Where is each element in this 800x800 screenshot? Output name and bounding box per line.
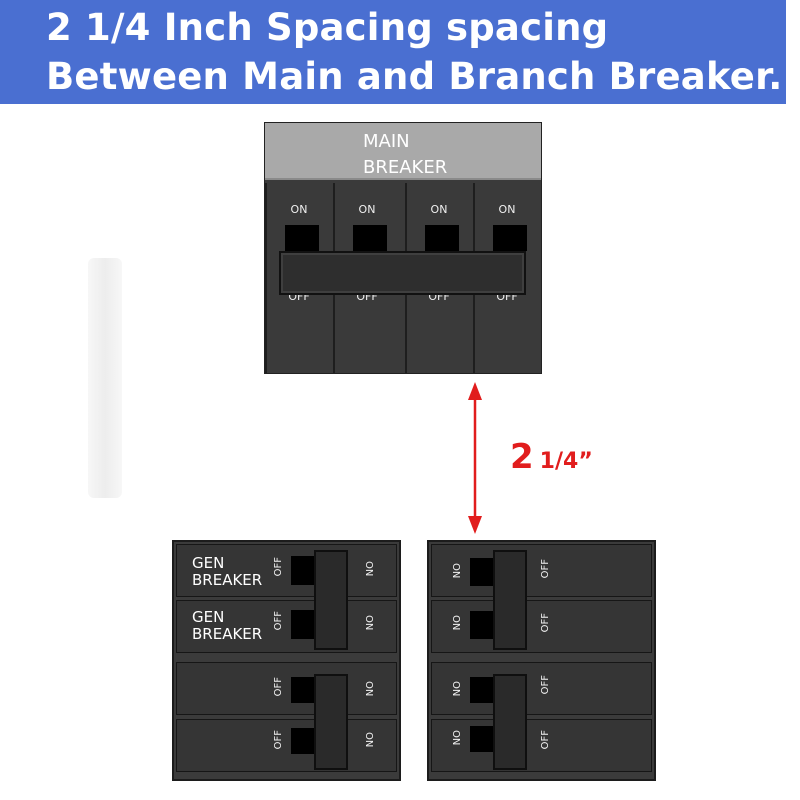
breaker-handle[interactable] xyxy=(314,550,348,650)
off-label: OFF xyxy=(273,730,284,750)
branch-breaker-row: ON OFF xyxy=(431,544,652,597)
off-label: OFF xyxy=(273,677,284,697)
switch-window xyxy=(353,225,387,251)
switch-window xyxy=(425,225,459,251)
branch-breaker-row: GEN BREAKER OFF ON xyxy=(176,600,397,653)
switch-window xyxy=(285,225,319,251)
on-label: ON xyxy=(363,732,374,748)
branch-breaker-row: ON OFF xyxy=(431,662,652,715)
breaker-handle[interactable] xyxy=(493,550,527,650)
on-label: ON xyxy=(450,730,461,746)
double-arrow-icon xyxy=(468,382,482,534)
faint-background-shape xyxy=(88,258,122,498)
measurement-whole: 2 xyxy=(510,437,534,477)
breaker-handle[interactable] xyxy=(493,674,527,770)
off-label: OFF xyxy=(540,559,551,579)
switch-window xyxy=(291,677,315,703)
switch-window xyxy=(291,728,315,754)
banner-title-line-1: 2 1/4 Inch Spacing spacing xyxy=(46,6,609,49)
branch-breaker-row: OFF ON xyxy=(176,719,397,772)
on-label: ON xyxy=(290,203,308,216)
main-breaker-label-plate: MAIN BREAKER xyxy=(265,123,541,180)
on-label: ON xyxy=(363,681,374,697)
gen-breaker-label: GEN BREAKER xyxy=(192,608,263,643)
on-label: ON xyxy=(498,203,516,216)
branch-breaker-panel-right: ON OFF ON OFF ON OFF ON OFF xyxy=(427,540,656,781)
on-label: ON xyxy=(450,615,461,631)
branch-breaker-row: ON OFF xyxy=(431,719,652,772)
switch-window xyxy=(493,225,527,251)
on-label: ON xyxy=(450,681,461,697)
main-breaker: MAIN BREAKER ON OFF ON OFF ON OFF ON OFF xyxy=(264,122,542,374)
on-label: ON xyxy=(430,203,448,216)
main-breaker-handle-tie-bar[interactable] xyxy=(279,251,526,295)
main-breaker-title: MAIN BREAKER xyxy=(363,131,448,178)
branch-breaker-row: OFF ON xyxy=(176,662,397,715)
off-label: OFF xyxy=(540,675,551,695)
off-label: OFF xyxy=(540,730,551,750)
branch-breaker-row: ON OFF xyxy=(431,600,652,653)
on-label: ON xyxy=(358,203,376,216)
on-label: ON xyxy=(363,615,374,631)
measurement-fraction: 1/4” xyxy=(539,449,593,474)
switch-window xyxy=(291,610,315,639)
banner-title-line-2: Between Main and Branch Breaker. xyxy=(46,55,783,98)
off-label: OFF xyxy=(540,613,551,633)
off-label: OFF xyxy=(273,611,284,631)
off-label: OFF xyxy=(273,557,284,577)
gen-breaker-label: GEN BREAKER xyxy=(192,554,263,589)
branch-breaker-panel-left: GEN BREAKER OFF ON GEN BREAKER OFF ON OF… xyxy=(172,540,401,781)
on-label: ON xyxy=(363,561,374,577)
branch-breaker-row: GEN BREAKER OFF ON xyxy=(176,544,397,597)
breaker-handle[interactable] xyxy=(314,674,348,770)
title-banner: 2 1/4 Inch Spacing spacing Between Main … xyxy=(0,0,786,104)
on-label: ON xyxy=(450,563,461,579)
switch-window xyxy=(291,556,315,585)
